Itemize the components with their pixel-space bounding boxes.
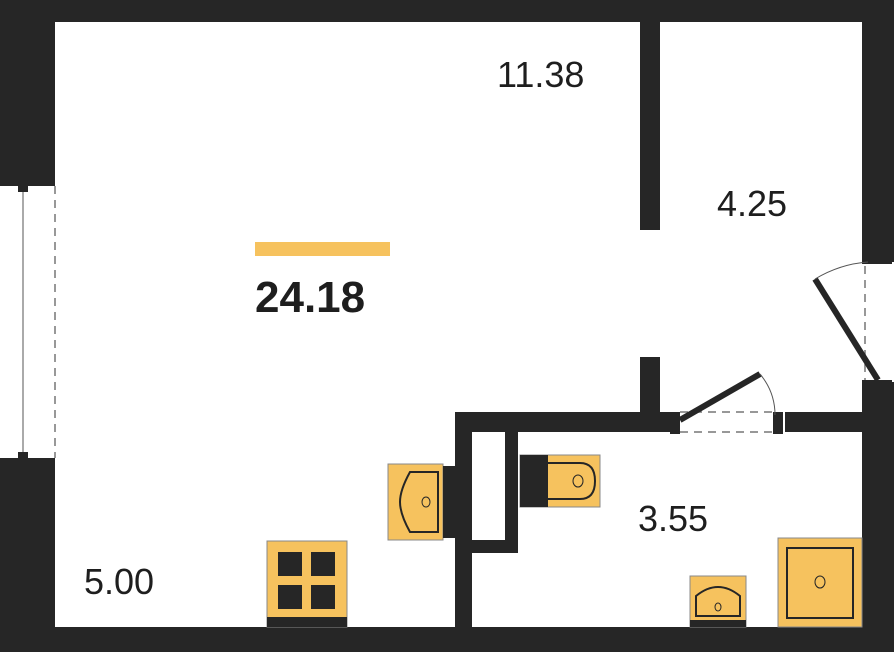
- stove: [266, 540, 348, 628]
- bathroom-area: 3.55: [638, 498, 708, 539]
- hallway-area: 4.25: [717, 183, 787, 224]
- living-room-area: 11.38: [497, 54, 584, 95]
- shower-tray: [777, 537, 863, 628]
- accent-bar: [255, 242, 390, 256]
- entrance-door[interactable]: [812, 258, 892, 386]
- kitchen-sink: [387, 463, 455, 541]
- window: [0, 180, 56, 464]
- bathroom-door[interactable]: [670, 371, 783, 434]
- total-area-label: 24.18: [255, 273, 365, 322]
- kitchen-area: 5.00: [84, 561, 154, 602]
- toilet: [519, 454, 601, 508]
- bathroom-sink: [689, 575, 747, 628]
